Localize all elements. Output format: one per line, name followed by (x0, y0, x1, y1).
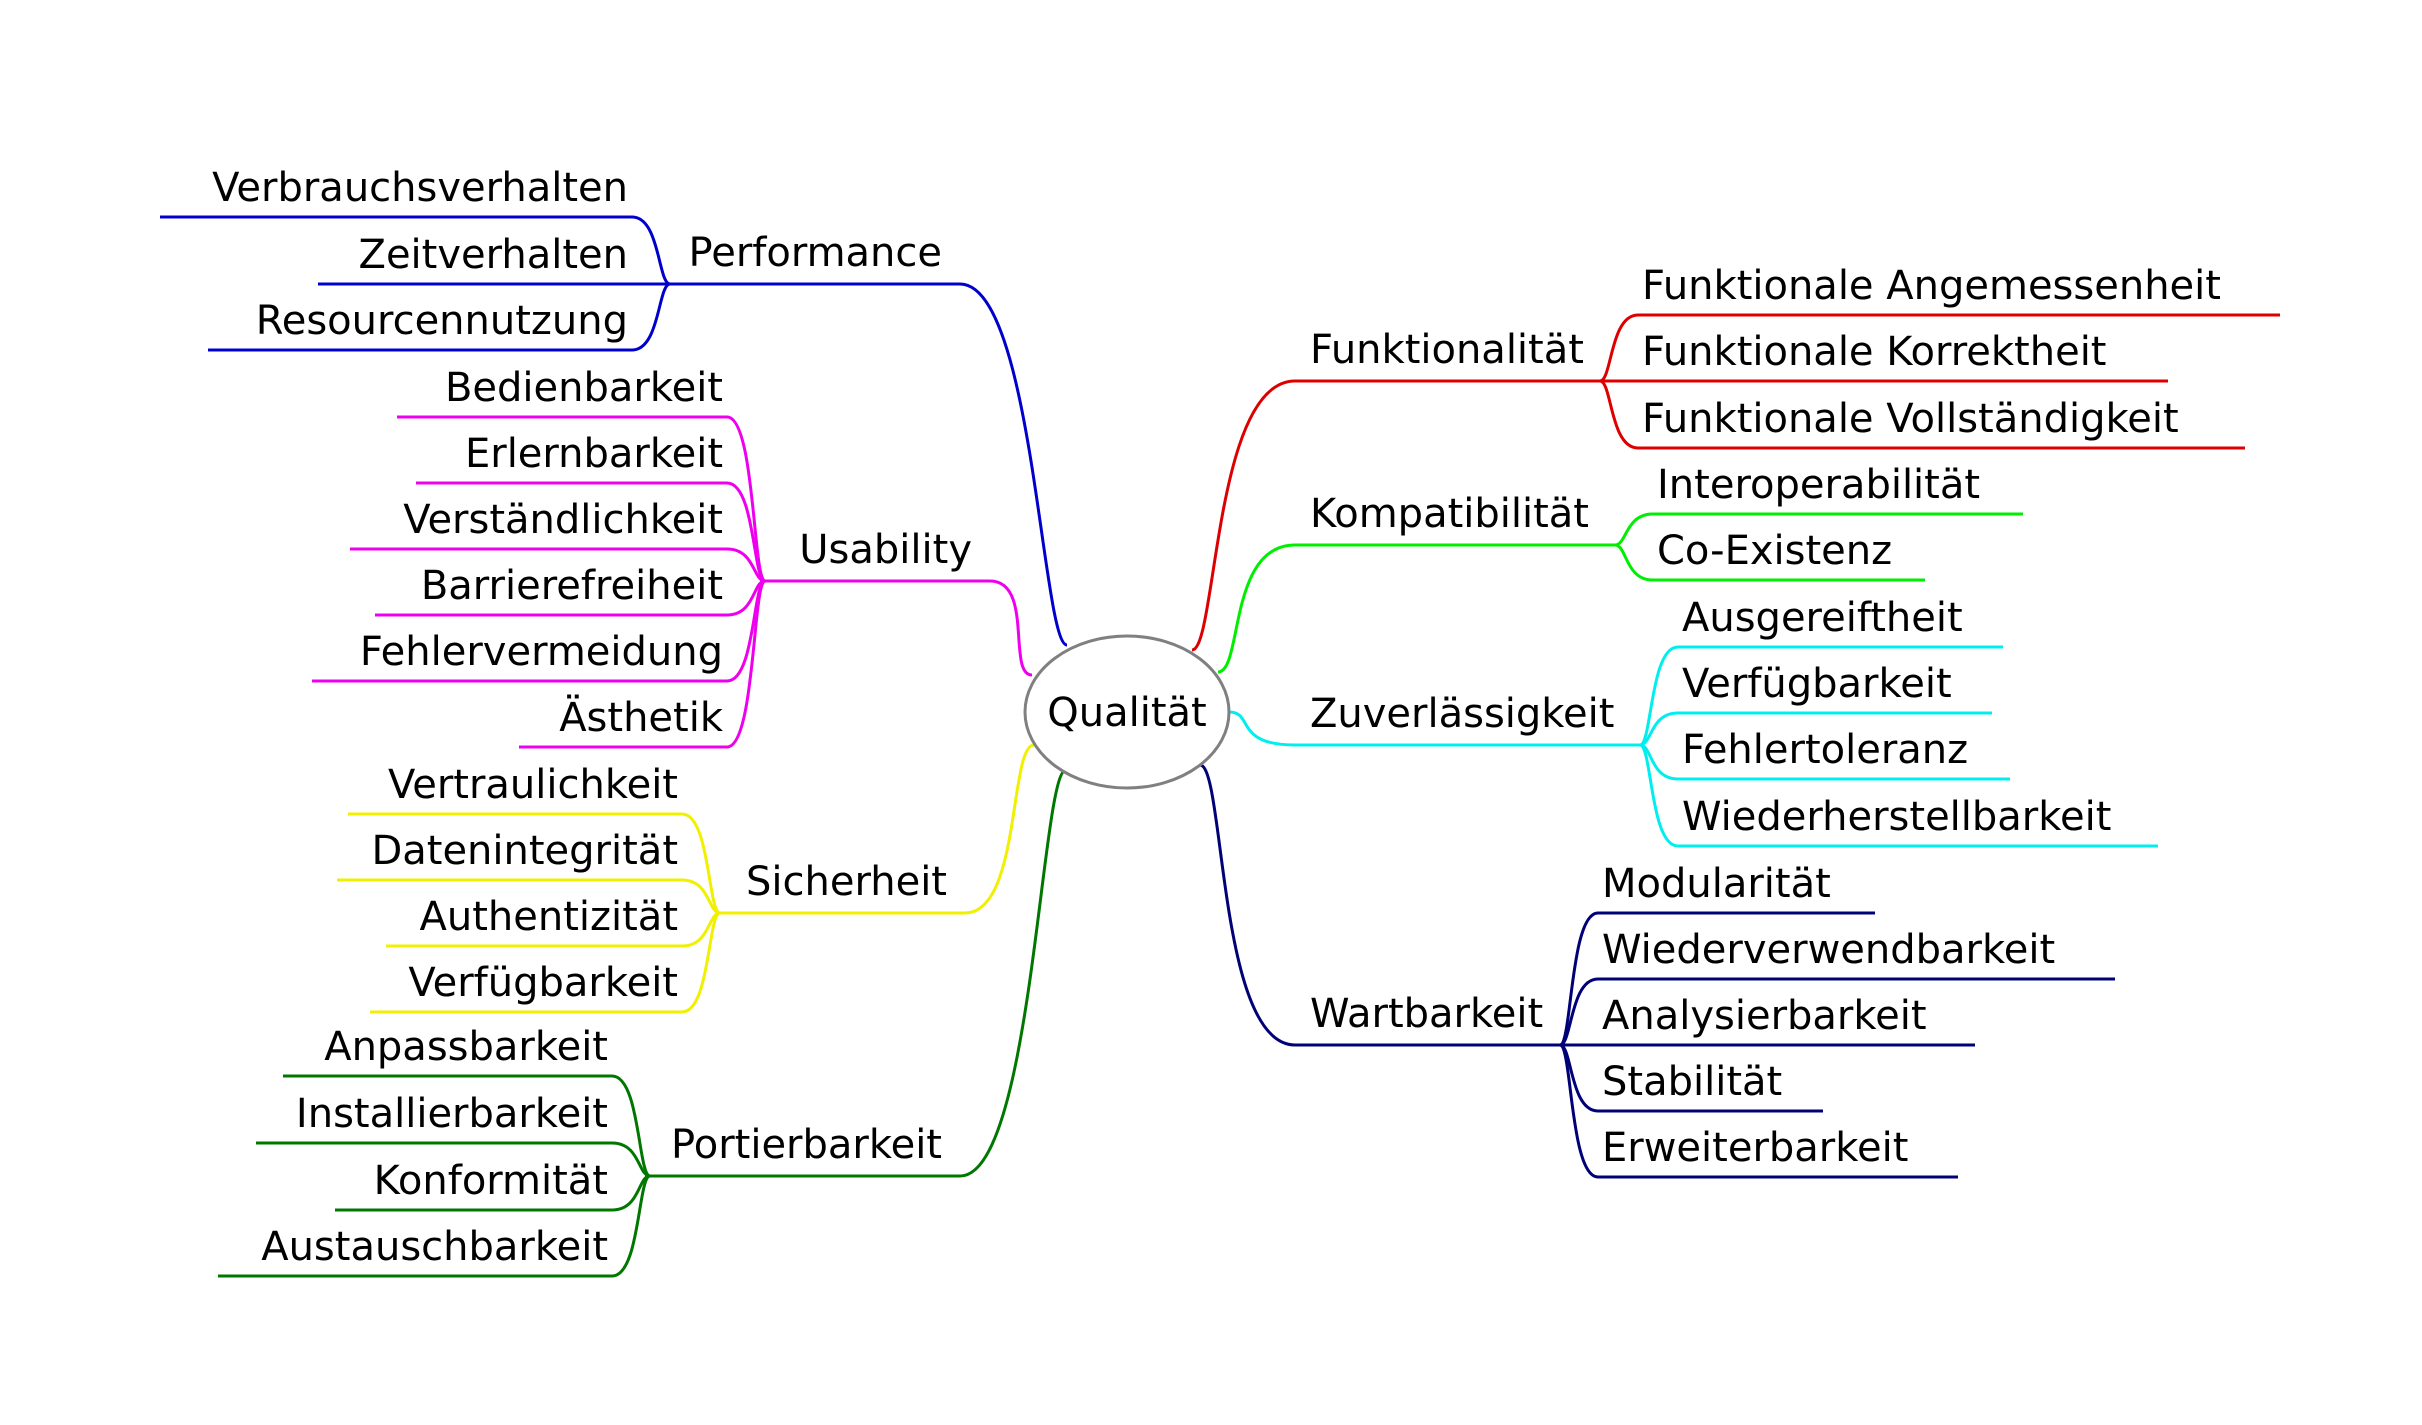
branch-6-leaf-3-line (1639, 743, 2158, 848)
branch-6-label: Zuverlässigkeit (1310, 691, 1614, 737)
branch-5-leaf-1-label: Co-Existenz (1657, 528, 1892, 574)
branch-7-leaf-4-line (1558, 1043, 1958, 1179)
branch-5-connector (1217, 543, 1296, 674)
branch-7-leaf-4-label: Erweiterbarkeit (1602, 1125, 1908, 1171)
branch-3-leaf-3-line (218, 1174, 651, 1278)
branch-1-leaf-2-label: Verständlichkeit (403, 497, 723, 543)
branch-7-leaf-1-label: Wiederverwendbarkeit (1602, 927, 2055, 973)
branch-5-leaf-0-line (1614, 512, 2023, 547)
center-node-ellipse (1023, 634, 1231, 790)
branch-7-leaf-2-label: Analysierbarkeit (1602, 993, 1927, 1039)
branch-6-leaf-2-label: Fehlertoleranz (1682, 727, 1968, 773)
labels-layer: Performance VerbrauchsverhaltenZeitverhal… (212, 165, 2221, 1270)
branch-0-leaf-2-label: Resourcennutzung (256, 298, 628, 344)
branch-3-leaf-1-label: Installierbarkeit (296, 1091, 608, 1137)
branch-2-leaf-1-label: Datenintegrität (371, 828, 678, 874)
branch-6-leaf-0-line (1639, 645, 2003, 747)
branch-2-leaf-2-label: Authentizität (420, 894, 679, 940)
branch-3-leaf-0-line (283, 1074, 651, 1178)
branch-4-leaf-2-line (1599, 379, 2245, 450)
branch-6-leaf-1-label: Verfügbarkeit (1682, 661, 1952, 707)
branch-1-leaf-5-label: Ästhetik (559, 693, 724, 741)
branch-1-label: Usability (799, 527, 972, 573)
branch-4-connector (1191, 379, 1296, 652)
branch-6-leaf-0-label: Ausgereiftheit (1682, 595, 1963, 641)
center-node-label: Qualität (1047, 690, 1206, 736)
branch-0-leaf-2-line (208, 282, 671, 352)
branch-7-leaf-3-label: Stabilität (1602, 1059, 1782, 1105)
branch-3-leaf-1-line (256, 1141, 651, 1178)
branch-6-connector (1228, 710, 1296, 747)
branch-1-leaf-2-line (350, 547, 766, 583)
branch-7-label: Wartbarkeit (1310, 991, 1543, 1037)
branch-0-leaf-0-label: Verbrauchsverhalten (212, 165, 628, 211)
branch-4-leaf-1-label: Funktionale Korrektheit (1642, 329, 2107, 375)
branch-7-connector (1199, 763, 1296, 1047)
branch-1-leaf-3-label: Barrierefreiheit (421, 563, 723, 609)
branch-3-leaf-0-label: Anpassbarkeit (324, 1024, 608, 1070)
branch-4-leaf-2-label: Funktionale Vollständigkeit (1642, 396, 2179, 442)
branch-2-connector (964, 743, 1035, 915)
branch-2-leaf-0-line (348, 812, 721, 915)
center-node: Qualität (1023, 634, 1231, 790)
branch-6-leaf-1-line (1639, 711, 1992, 747)
branch-0-leaf-1-label: Zeitverhalten (359, 232, 628, 278)
branch-4-leaf-0-line (1599, 313, 2280, 383)
branch-1-leaf-1-line (416, 481, 766, 583)
branch-1-leaf-1-label: Erlernbarkeit (465, 431, 723, 477)
branch-0-label: Performance (689, 230, 942, 276)
branch-2-leaf-3-label: Verfügbarkeit (408, 960, 678, 1006)
branch-2-leaf-3-line (370, 911, 721, 1014)
branch-4-leaf-0-label: Funktionale Angemessenheit (1642, 263, 2221, 309)
branch-5-leaf-0-label: Interoperabilität (1657, 462, 1980, 508)
branch-1-leaf-5-line (519, 579, 767, 749)
branch-3-leaf-3-label: Austauschbarkeit (261, 1224, 608, 1270)
branch-0-leaf-0-line (160, 215, 671, 286)
branch-7-leaf-1-line (1559, 977, 2115, 1047)
branch-1-leaf-0-label: Bedienbarkeit (445, 365, 723, 411)
branch-3-label: Portierbarkeit (671, 1122, 942, 1168)
branch-6-leaf-3-label: Wiederherstellbarkeit (1682, 794, 2111, 840)
branch-4-label: Funktionalität (1310, 327, 1584, 373)
branch-1-leaf-4-label: Fehlervermeidung (360, 629, 723, 675)
branch-2-leaf-1-line (337, 878, 721, 915)
edges-layer (160, 215, 2280, 1278)
branch-3-connector (959, 768, 1067, 1178)
branch-5-leaf-1-line (1614, 543, 1925, 582)
branch-7-leaf-0-label: Modularität (1602, 861, 1831, 907)
branch-2-leaf-0-label: Vertraulichkeit (388, 762, 678, 808)
branch-3-leaf-2-label: Konformität (374, 1158, 608, 1204)
branch-0-connector (959, 282, 1068, 647)
branch-5-label: Kompatibilität (1310, 491, 1589, 537)
branch-1-connector (989, 579, 1033, 677)
branch-2-label: Sicherheit (746, 859, 947, 905)
